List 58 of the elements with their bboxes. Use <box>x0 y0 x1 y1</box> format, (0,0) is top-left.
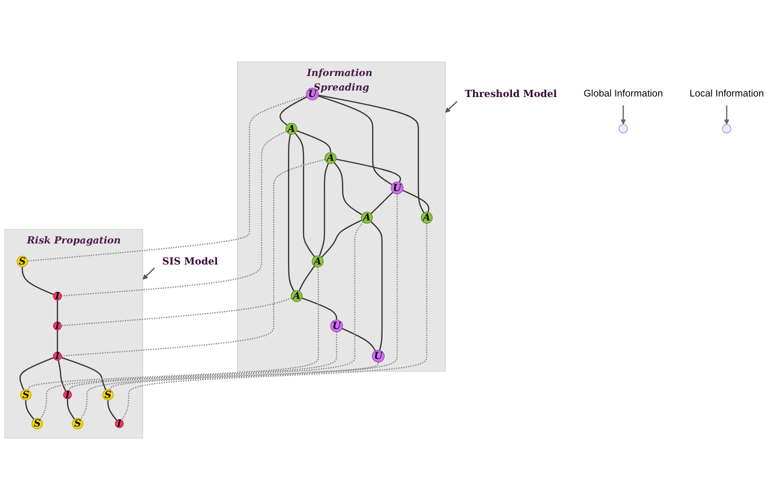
link-line <box>370 192 394 214</box>
dashed-line <box>61 297 292 326</box>
link-line <box>336 158 401 182</box>
link-line <box>321 220 362 258</box>
dashed-line <box>68 222 364 392</box>
link-line <box>22 266 54 296</box>
link-line <box>19 357 54 390</box>
node-circle: I <box>53 350 62 362</box>
link-line <box>318 163 329 256</box>
link-line <box>296 130 332 152</box>
dashed-line <box>61 158 326 356</box>
node-circle: A <box>324 152 336 164</box>
node-circle: I <box>63 388 72 400</box>
node-circle: S <box>72 418 84 430</box>
node-circle: S <box>102 388 114 400</box>
node-circle: A <box>361 212 373 224</box>
link-line <box>334 162 362 216</box>
node-circle: S <box>20 388 32 400</box>
link-line <box>288 134 295 292</box>
dashed-line <box>61 130 287 296</box>
arrow <box>620 104 626 125</box>
node-circle: S <box>32 418 43 430</box>
link-line <box>107 400 118 421</box>
node-circle: U <box>372 350 385 363</box>
node-circle: I <box>53 290 62 302</box>
link-line <box>298 266 315 292</box>
dashed-line <box>121 223 428 421</box>
node-circle: S <box>16 255 28 268</box>
link-line <box>56 330 58 352</box>
node-circle: A <box>286 122 298 135</box>
arrow <box>445 100 458 113</box>
link-line <box>66 398 76 420</box>
dashed-line <box>80 362 379 420</box>
link-line <box>318 95 392 186</box>
link-line <box>25 400 34 420</box>
link-line <box>342 328 376 352</box>
node-circle: I <box>53 320 62 332</box>
arrow <box>724 104 730 125</box>
link-line <box>56 300 58 322</box>
node-circle: I <box>114 418 124 430</box>
link-line <box>61 356 106 390</box>
link-line <box>294 132 315 258</box>
node-circle: A <box>420 212 433 224</box>
node-circle: A <box>312 255 324 268</box>
link-line <box>302 297 338 320</box>
node-circle: U <box>330 320 343 332</box>
link-line <box>280 96 308 126</box>
arrow <box>142 267 156 280</box>
dashed-line <box>40 332 338 420</box>
link-line <box>58 360 66 392</box>
node-circle: A <box>290 290 303 302</box>
dashed-line <box>110 194 398 390</box>
link-line <box>370 221 383 350</box>
dashed-line <box>28 95 307 262</box>
link-line <box>402 190 430 212</box>
link-line <box>318 94 424 214</box>
dashed-line <box>27 267 320 390</box>
node-circle: U <box>390 182 404 194</box>
